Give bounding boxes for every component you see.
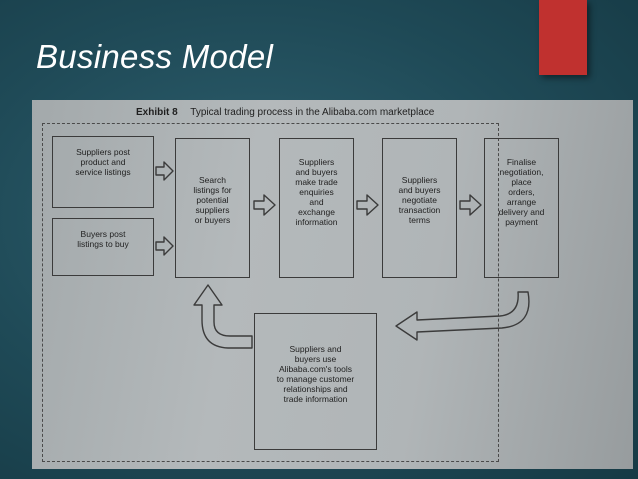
- arrow-finalise-to-tools: [395, 291, 530, 341]
- exhibit-number: Exhibit 8: [136, 107, 178, 118]
- node-manage-tools: Suppliers and buyers use Alibaba.com's t…: [254, 313, 377, 450]
- arrow-suppliers-to-search: [155, 161, 174, 181]
- slide-title: Business Model: [36, 38, 274, 75]
- node-suppliers-post-listings: Suppliers post product and service listi…: [52, 136, 154, 208]
- arrow-negotiate-to-finalise: [459, 194, 482, 216]
- diagram-arrows: [155, 161, 530, 349]
- exhibit-caption: Typical trading process in the Alibaba.c…: [190, 107, 435, 118]
- exhibit-header: Exhibit 8 Typical trading process in the…: [136, 107, 434, 118]
- exhibit-photo: Exhibit 8 Typical trading process in the…: [32, 100, 633, 469]
- accent-corner-tab: [539, 0, 587, 75]
- dashed-boundary: [42, 123, 499, 462]
- arrow-enquiries-to-negotiate: [356, 194, 379, 216]
- node-search-listings: Search listings for potential suppliers …: [175, 138, 250, 278]
- node-finalise-orders: Finalise negotiation, place orders, arra…: [484, 138, 559, 278]
- arrow-search-to-enquiries: [253, 194, 276, 216]
- arrow-buyers-to-search: [155, 236, 174, 256]
- node-negotiate-terms: Suppliers and buyers negotiate transacti…: [382, 138, 457, 278]
- arrow-tools-to-search: [193, 284, 253, 349]
- node-buyers-post-listings: Buyers post listings to buy: [52, 218, 154, 276]
- node-trade-enquiries: Suppliers and buyers make trade enquirie…: [279, 138, 354, 278]
